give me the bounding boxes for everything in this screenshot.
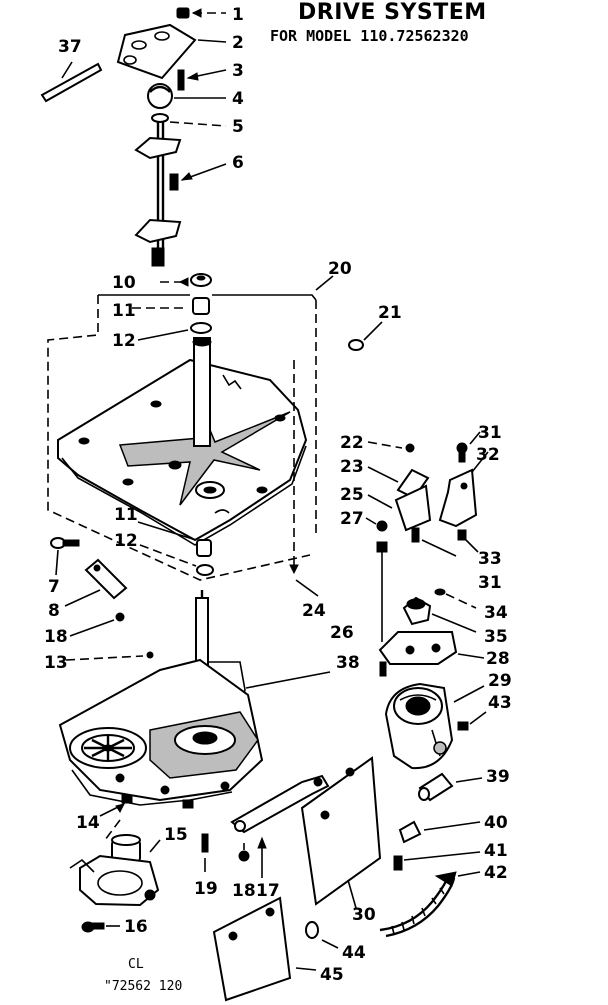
part-17-arm — [230, 774, 330, 878]
callout-34: 34 — [484, 603, 508, 623]
callout-14: 14 — [76, 813, 100, 833]
callout-12-lower: 12 — [114, 531, 138, 551]
part-45-plate — [212, 896, 317, 1002]
callout-16: 16 — [124, 917, 148, 937]
callout-2: 2 — [232, 33, 244, 53]
part-40-clip — [398, 820, 481, 844]
part-38-transmission — [58, 590, 331, 817]
part-20-dashed-bracket — [47, 275, 334, 581]
part-1-cap — [176, 7, 226, 19]
part-26-screw — [379, 661, 387, 677]
callout-7: 7 — [48, 577, 60, 597]
part-3-screw — [177, 69, 227, 91]
callout-42: 42 — [484, 863, 508, 883]
part-16-screw — [81, 921, 120, 933]
callout-35: 35 — [484, 627, 508, 647]
callout-41: 41 — [484, 841, 508, 861]
callout-18-lower: 18 — [232, 881, 256, 901]
callout-11-lower: 11 — [114, 505, 138, 525]
diagram-subtitle: FOR MODEL 110.72562320 — [270, 27, 469, 45]
callout-26: 26 — [330, 623, 354, 643]
part-39-capacitor — [418, 772, 483, 802]
callout-17: 17 — [256, 881, 280, 901]
part-8-bracket — [64, 558, 128, 607]
callout-21: 21 — [378, 303, 402, 323]
callout-12-upper: 12 — [112, 331, 136, 351]
part-15-pump — [69, 819, 161, 907]
part-11-12-lower-bushings — [137, 521, 214, 576]
callout-40: 40 — [484, 813, 508, 833]
callout-45: 45 — [320, 965, 344, 985]
part-4-ball — [147, 83, 226, 109]
callout-29: 29 — [488, 671, 512, 691]
callout-33: 33 — [478, 549, 502, 569]
callout-37: 37 — [58, 37, 82, 57]
callout-28: 28 — [486, 649, 510, 669]
callout-13: 13 — [44, 653, 68, 673]
part-2-bracket — [116, 23, 227, 80]
callout-3: 3 — [232, 61, 244, 81]
part-44-clip — [305, 921, 339, 949]
footer-code-line2: "72562 120 — [104, 979, 182, 994]
callout-1: 1 — [232, 5, 244, 25]
callout-43: 43 — [488, 693, 512, 713]
callout-11-upper: 11 — [112, 301, 136, 321]
part-42-wire-harness — [379, 871, 481, 938]
callout-38: 38 — [336, 653, 360, 673]
mounting-plate — [57, 337, 308, 546]
callout-44: 44 — [342, 943, 366, 963]
part-28-switch-plate — [378, 631, 485, 665]
callout-39: 39 — [486, 767, 510, 787]
callout-6: 6 — [232, 153, 244, 173]
callout-31-lower: 31 — [478, 573, 502, 593]
callout-24: 24 — [302, 601, 326, 621]
callout-8: 8 — [48, 601, 60, 621]
part-5-6-shaft — [134, 113, 227, 267]
callout-30: 30 — [352, 905, 376, 925]
callout-22: 22 — [340, 433, 364, 453]
callout-10: 10 — [112, 273, 136, 293]
part-10-11-12-bushings — [132, 273, 212, 341]
part-37-rod — [40, 61, 103, 103]
callout-20: 20 — [328, 259, 352, 279]
part-22-nut — [367, 441, 415, 453]
callout-31-upper: 31 — [478, 423, 502, 443]
part-43-screw — [457, 711, 487, 731]
callout-27: 27 — [340, 509, 364, 529]
part-21-clip — [348, 321, 383, 351]
callout-5: 5 — [232, 117, 244, 137]
part-41-screw — [393, 851, 481, 871]
part-25-27-switch — [365, 484, 432, 642]
callout-19: 19 — [194, 879, 218, 899]
part-19-screw — [201, 833, 209, 872]
callout-15: 15 — [164, 825, 188, 845]
part-7-bolt — [50, 537, 80, 576]
part-30-shield — [300, 756, 382, 909]
part-24-clip — [289, 360, 319, 597]
part-18-nut-left — [69, 612, 125, 637]
footer-code-line1: CL — [128, 957, 144, 972]
callout-4: 4 — [232, 89, 244, 109]
callout-25: 25 — [340, 485, 364, 505]
callout-32: 32 — [476, 445, 500, 465]
part-29-motor — [384, 682, 485, 770]
callout-18-left: 18 — [44, 627, 68, 647]
callout-23: 23 — [340, 457, 364, 477]
part-13-clip — [65, 651, 154, 661]
part-34-35-knob — [402, 588, 477, 633]
part-31-32-33-bracket — [411, 431, 489, 557]
part-18-nut-lower — [238, 843, 250, 862]
diagram-title: DRIVE SYSTEM — [298, 0, 487, 25]
